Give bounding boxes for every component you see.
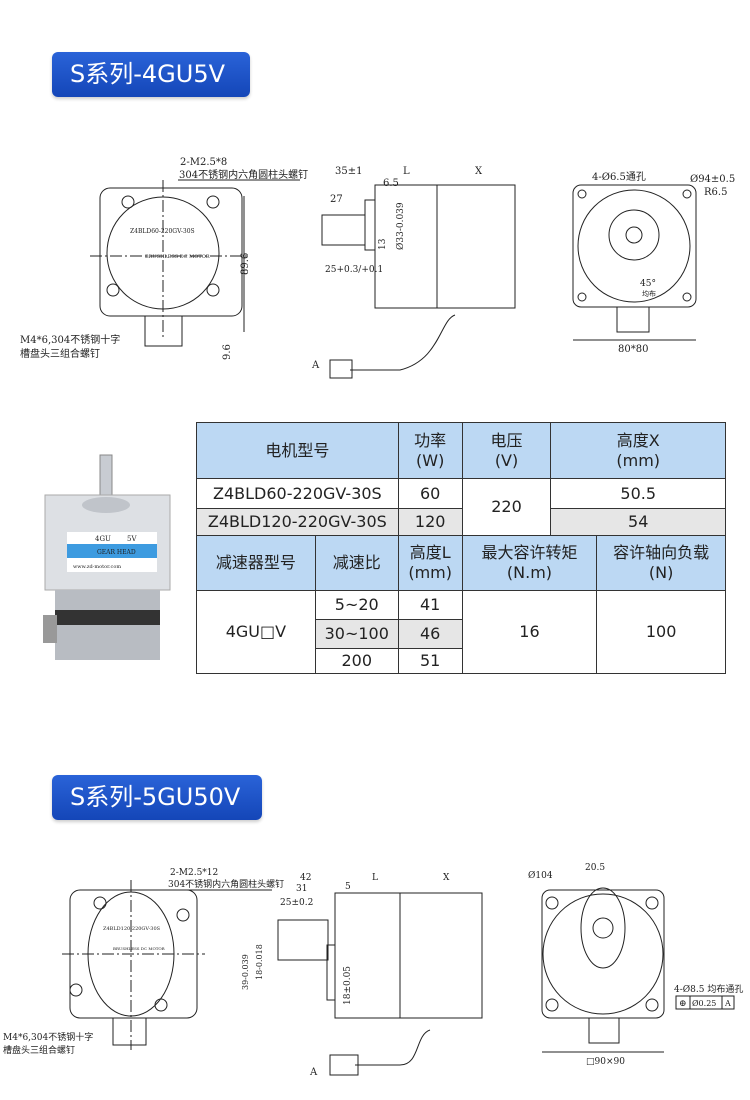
label-model: Z4BLD120-220GV-30S [103, 926, 161, 932]
photo-brand: GEAR HEAD [97, 549, 136, 556]
holes-note: 4-Ø8.5 均布通孔 [674, 983, 743, 995]
section-a: A [309, 1067, 318, 1078]
cell-height-l: 51 [397, 648, 463, 674]
series-title-4gu5v: S系列-4GU5V [52, 52, 250, 97]
screw-top-desc: 304不锈钢内六角圆柱头螺钉 [168, 878, 284, 890]
header-height-x: 高度X(mm) [550, 422, 726, 479]
cell-ratio: 5~20 [314, 590, 399, 620]
screw-top: 2-M2.5*12 [170, 868, 218, 878]
photo-label1: 4GU [95, 535, 111, 543]
square: 80*80 [618, 344, 648, 355]
cell-ratio: 30~100 [314, 619, 399, 649]
cell-power: 120 [397, 508, 463, 536]
header-voltage: 电压(V) [461, 422, 552, 479]
screw-bottom-desc: 槽盘头三组合螺钉 [20, 347, 100, 360]
screw-bottom: M4*6,304不锈钢十字 [20, 333, 120, 346]
table-row: Z4BLD120-220GV-30S 120 54 [196, 508, 726, 536]
dim-bottom: 9.6 [222, 344, 233, 360]
cell-torque: 16 [461, 590, 598, 674]
square: □90×90 [586, 1057, 625, 1067]
label-model: Z4BLD60-220GV-30S [130, 228, 195, 235]
header-motor-model: 电机型号 [196, 422, 399, 479]
dim-31: 31 [296, 884, 307, 894]
cell-height-l: 46 [397, 619, 463, 649]
dim-6-5: 6.5 [383, 178, 399, 189]
dim-13: 13 [378, 238, 388, 250]
drawing-5gu50v: Z4BLD120-220GV-30S BRUSHLESS DC MOTOR 2-… [3, 863, 743, 1078]
header-height-l: 高度L(mm) [397, 535, 463, 591]
dia: Ø94±0.5 [690, 174, 735, 185]
label-brand: BRUSHLESS DC MOTOR [113, 946, 166, 951]
dim-height: 89.6 [240, 253, 251, 275]
angle-note: 均布 [642, 289, 656, 298]
angle: 45° [640, 279, 656, 289]
header-gear-model: 减速器型号 [196, 535, 316, 591]
tol-ref: A [724, 999, 731, 1008]
dim-5: 5 [345, 882, 351, 892]
photo-label2: 5V [127, 535, 137, 543]
holes-note: 4-Ø6.5通孔 [592, 171, 646, 183]
key-width: 20.5 [585, 863, 605, 873]
table-row: 4GU□V 5~20 41 16 100 [196, 590, 726, 674]
dim-18: 18-0.018 [255, 944, 264, 980]
radius: R6.5 [704, 187, 727, 198]
label-brand: BRUSHLESS DC MOTOR [145, 254, 210, 260]
screw-bottom-desc: 槽盘头三组合螺钉 [3, 1044, 75, 1056]
dim-35: 35±1 [335, 166, 362, 177]
dim-x: X [475, 166, 483, 177]
spec-table: 电机型号 功率(W) 电压(V) 高度X(mm) Z4BLD60-220GV-3… [196, 422, 726, 674]
cell-load: 100 [596, 590, 726, 674]
header-ratio: 减速比 [314, 535, 399, 591]
series-title-5gu50v: S系列-5GU50V [52, 775, 262, 820]
screw-top: 2-M2.5*8 [180, 157, 227, 168]
dim-l: L [403, 166, 410, 177]
product-photo: 4GU 5V GEAR HEAD www.zd-motor.com [35, 450, 185, 665]
table-row: 200 51 [197, 648, 726, 674]
cell-model: Z4BLD60-220GV-30S [196, 478, 399, 509]
front-view: Z4BLD120-220GV-30S BRUSHLESS DC MOTOR 2-… [3, 868, 284, 1056]
cell-height-l: 41 [397, 590, 463, 620]
cell-ratio: 200 [314, 648, 399, 674]
cell-power: 60 [397, 478, 463, 509]
tol-value: Ø0.25 [692, 999, 716, 1008]
header-torque: 最大容许转矩(N.m) [461, 535, 598, 591]
photo-url: www.zd-motor.com [73, 564, 121, 570]
cell-height-x: 50.5 [550, 478, 726, 509]
end-view: Ø104 20.5 4-Ø8.5 均布通孔 ⊕ Ø0.25 A □90×90 [528, 863, 743, 1067]
side-view: 35±1 L X 6.5 27 25+0.3/+0.1 13 Ø33-0.039… [311, 166, 516, 379]
dim-33: Ø33-0.039 [395, 202, 406, 250]
screw-top-desc: 304不锈钢内六角圆柱头螺钉 [179, 168, 308, 181]
dim-x: X [443, 873, 450, 883]
dim-42: 42 [300, 873, 311, 883]
dim-27: 27 [330, 194, 343, 205]
end-view: 4-Ø6.5通孔 Ø94±0.5 R6.5 45° 均布 80*80 [572, 171, 735, 355]
dim-39: 39-0.039 [241, 954, 250, 990]
cell-gear-model: 4GU□V [196, 590, 316, 674]
dim-18b: 18±0.05 [343, 966, 353, 1005]
section-a: A [311, 360, 320, 371]
dim-25: 25±0.2 [280, 898, 313, 908]
cell-voltage: 220 [461, 478, 552, 536]
drawing-4gu5v: Z4BLD60-220GV-30S BRUSHLESS DC MOTOR 2-M… [20, 157, 735, 379]
screw-bottom: M4*6,304不锈钢十字 [3, 1031, 93, 1043]
header-power: 功率(W) [397, 422, 463, 479]
front-view: Z4BLD60-220GV-30S BRUSHLESS DC MOTOR 2-M… [20, 157, 308, 360]
header-load: 容许轴向负载(N) [596, 535, 726, 591]
cell-height-x: 54 [550, 508, 726, 536]
table-row: Z4BLD60-220GV-30S 60 220 50.5 [196, 478, 726, 536]
tol-symbol: ⊕ [679, 999, 687, 1009]
cell-model: Z4BLD120-220GV-30S [196, 508, 399, 536]
dia: Ø104 [528, 870, 553, 881]
dim-l: L [372, 873, 378, 883]
dim-25: 25+0.3/+0.1 [325, 265, 383, 275]
side-view: 42 31 5 L X 25±0.2 39-0.039 18-0.018 18±… [241, 873, 483, 1078]
